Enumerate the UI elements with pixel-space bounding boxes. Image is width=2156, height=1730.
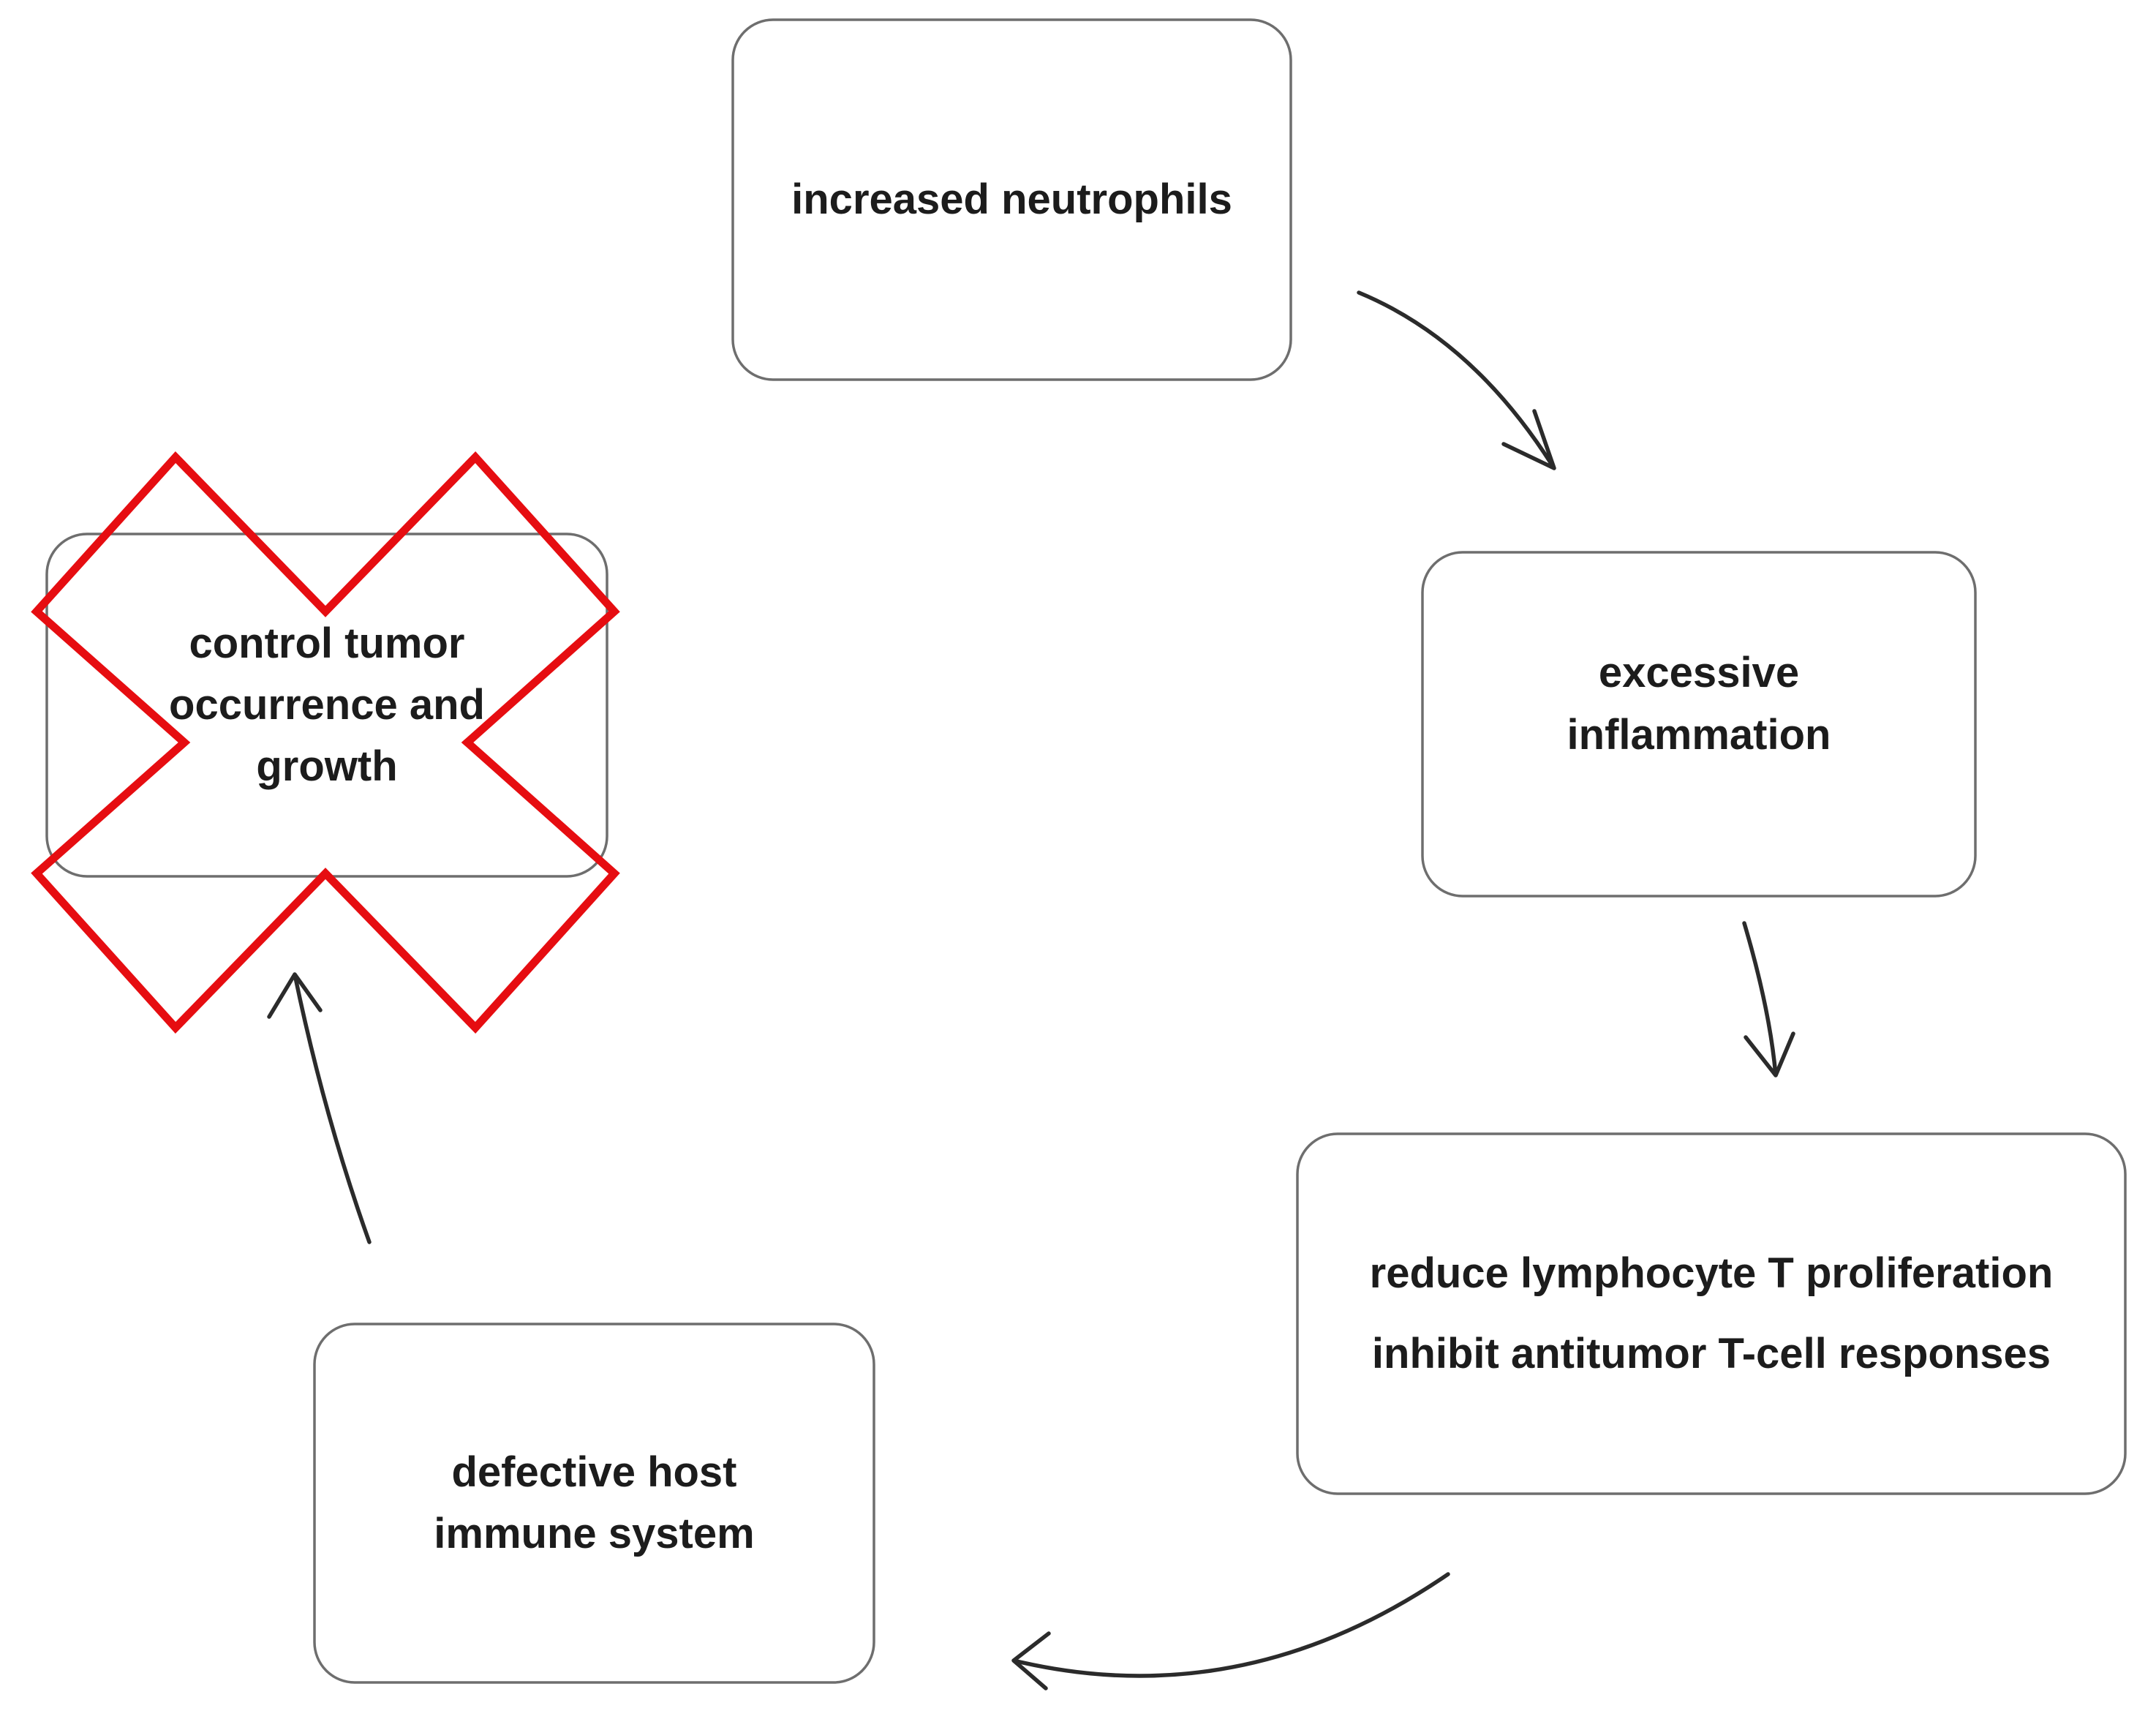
node-label: increased neutrophils [791, 175, 1232, 223]
arrow-reduce-to-defective [1011, 1572, 1450, 1690]
node-box-defective-host [313, 1323, 875, 1684]
node-box-excessive-inflammation [1421, 551, 1977, 898]
arrow-excessive-to-reduce [1742, 921, 1795, 1078]
arrow-increased-to-excessive [1357, 290, 1556, 470]
node-label: defective host immune system [434, 1448, 755, 1557]
node-box-reduce-lymphocyte [1296, 1132, 2127, 1495]
red-cross-out-icon [31, 451, 620, 1034]
node-label: control tumor occurrence and growth [169, 619, 485, 791]
node-excessive-inflammation: excessive inflammation [1422, 552, 1975, 896]
node-label: reduce lymphocyte T proliferation inhibi… [1369, 1249, 2054, 1377]
node-reduce-lymphocyte: reduce lymphocyte T proliferation inhibi… [1297, 1134, 2125, 1494]
arrow-defective-to-control [267, 972, 372, 1244]
node-increased-neutrophils: increased neutrophils [733, 20, 1291, 380]
node-box-increased-neutrophils [731, 18, 1292, 381]
node-label: excessive inflammation [1567, 649, 1831, 759]
node-control-tumor: control tumor occurrence and growth [47, 534, 607, 876]
node-defective-host: defective host immune system [314, 1324, 874, 1682]
